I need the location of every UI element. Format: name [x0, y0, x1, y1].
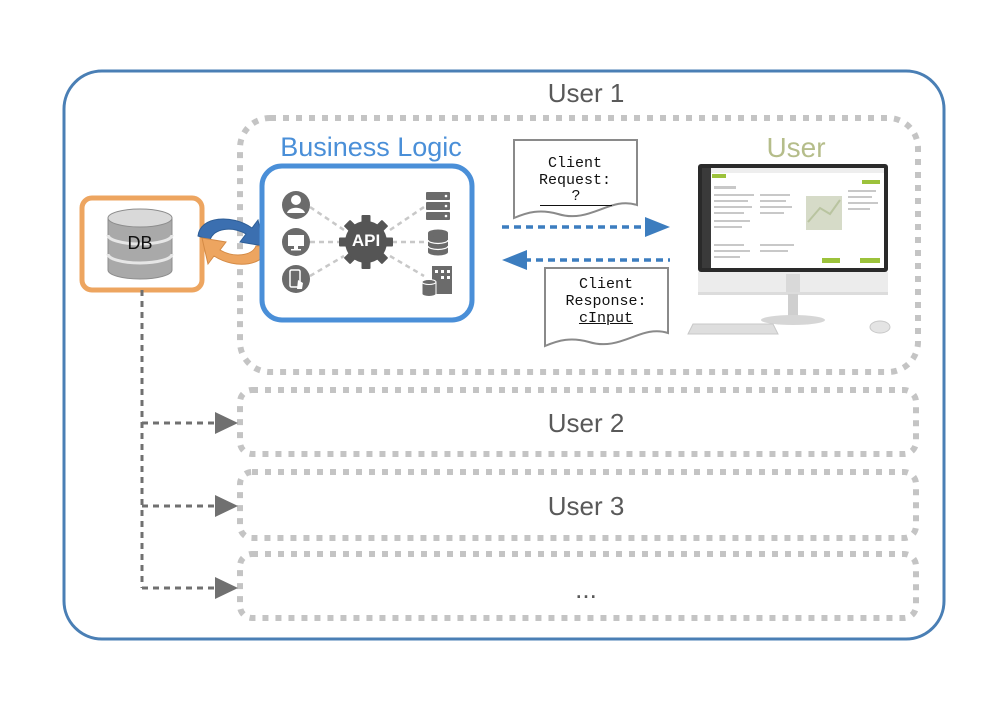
db-distribution-arrows: [140, 290, 220, 590]
desktop-icon: [282, 228, 310, 256]
db-label: DB: [127, 233, 153, 253]
response-line2: Response:: [565, 293, 647, 310]
response-line1: Client: [578, 276, 633, 293]
response-value: cInput: [578, 310, 633, 327]
api-gear-icon: [339, 215, 393, 269]
response-arrow: [502, 250, 670, 270]
sync-arrows-icon: [197, 218, 269, 266]
request-value: ?: [540, 188, 612, 206]
request-line1: Client: [547, 155, 602, 172]
database-small-icon: [427, 229, 449, 256]
user3-dotted-box: [237, 469, 919, 541]
user2-label: User 2: [547, 408, 625, 438]
business-logic-title: Business Logic: [280, 132, 462, 162]
user3-label: User 3: [547, 491, 625, 521]
user-icon: [282, 191, 310, 219]
user2-dotted-box: [237, 387, 919, 457]
user1-title: User 1: [547, 78, 625, 108]
request-arrow: [502, 217, 670, 237]
db-arrowheads: [215, 412, 238, 599]
user1-outer-box: [62, 69, 946, 641]
more-users-dotted-box: [237, 551, 919, 621]
computer-monitor-icon: [687, 164, 891, 335]
client-request-document: [513, 139, 638, 220]
database-icon: [106, 208, 174, 280]
server-icon: [426, 192, 450, 220]
more-users-label: ...: [575, 574, 597, 604]
api-label: API: [351, 231, 381, 250]
user1-dotted-box: [237, 115, 921, 375]
user-title: User: [766, 132, 826, 163]
api-connections: [309, 205, 425, 278]
client-response-document: [544, 267, 669, 348]
mobile-touch-icon: [282, 265, 310, 293]
request-line2: Request:: [538, 172, 611, 189]
building-database-icon: [421, 266, 452, 297]
